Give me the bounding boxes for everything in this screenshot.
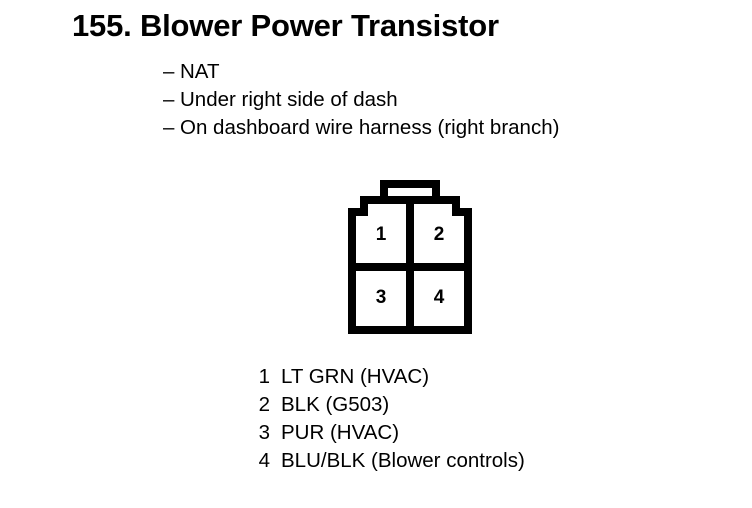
- cavity-label-4: 4: [434, 287, 445, 308]
- note-text: NAT: [180, 60, 220, 83]
- pin-legend-row: 1 LT GRN (HVAC): [190, 363, 525, 391]
- note-text: On dashboard wire harness (right branch): [180, 116, 560, 139]
- pin-legend-row: 4 BLU/BLK (Blower controls): [190, 447, 525, 475]
- pin-description: PUR (HVAC): [281, 421, 400, 444]
- dash-icon: –: [163, 88, 175, 111]
- cavity-label-2: 2: [434, 224, 445, 245]
- component-notes-list: – NAT – Under right side of dash – On da…: [163, 58, 559, 142]
- cavity-label-1: 1: [376, 224, 387, 245]
- page-title: 155. Blower Power Transistor: [72, 8, 499, 43]
- cavity-label-3: 3: [376, 287, 387, 308]
- connector-latch-tab: [380, 180, 440, 206]
- note-text: Under right side of dash: [180, 88, 398, 111]
- pin-description: LT GRN (HVAC): [281, 365, 430, 388]
- connector-diagram: 1 2 3 4: [344, 178, 476, 334]
- pin-number: 3: [258, 421, 270, 444]
- pin-number: 4: [258, 449, 270, 472]
- pin-legend: 1 LT GRN (HVAC) 2 BLK (G503) 3 PUR (HVAC…: [190, 363, 525, 475]
- pin-number: 2: [258, 393, 270, 416]
- pin-number: 1: [258, 365, 270, 388]
- pin-description: BLK (G503): [281, 393, 390, 416]
- note-item: – Under right side of dash: [163, 86, 559, 114]
- dash-icon: –: [163, 116, 175, 139]
- pin-legend-row: 2 BLK (G503): [190, 391, 525, 419]
- pin-legend-row: 3 PUR (HVAC): [190, 419, 525, 447]
- note-item: – NAT: [163, 58, 559, 86]
- dash-icon: –: [163, 60, 175, 83]
- note-item: – On dashboard wire harness (right branc…: [163, 114, 559, 142]
- connector-dividers: [356, 204, 464, 326]
- pin-description: BLU/BLK (Blower controls): [281, 449, 525, 472]
